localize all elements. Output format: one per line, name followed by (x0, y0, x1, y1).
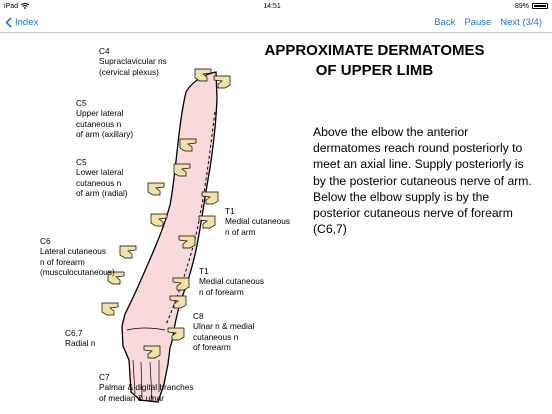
anterior-axial-line (165, 111, 216, 326)
pointing-hand-icon (119, 245, 137, 259)
diagram-title-text: APPROXIMATE DERMATOMES OF UPPER LIMB (264, 42, 485, 79)
pointing-hand-icon (172, 277, 190, 291)
clock: 14:51 (263, 2, 281, 10)
label-c7: C7 Palmar & digital branches of median &… (99, 372, 194, 403)
diagram-title: APPROXIMATE DERMATOMES OF UPPER LIMB (262, 41, 487, 81)
fingers (132, 359, 160, 400)
label-c4: C4 Supraclavicular ns (cervical plexus) (99, 46, 167, 77)
label-t1-forearm: T1 Medial cutaneous n of forearm (199, 266, 265, 297)
pointing-hand-icon (101, 302, 119, 316)
pointing-hand-icon (179, 138, 197, 152)
wifi-icon (21, 3, 30, 9)
index-label: Index (15, 16, 39, 28)
pointing-hand-icon (167, 327, 185, 341)
pointing-hand-icon (143, 345, 161, 359)
label-c6: C6 Lateral cutaneous n of forearm (muscu… (40, 236, 115, 277)
device-name: iPad (4, 2, 19, 10)
pointing-hand-icon (150, 213, 168, 227)
pointing-hand-icon (213, 75, 231, 89)
pointing-hand-icon (178, 235, 196, 249)
pointing-hand-icon (173, 163, 191, 177)
status-bar: iPad 14:51 89% (0, 0, 552, 12)
label-t1-arm: T1 Medial cutaneous n of arm (225, 206, 291, 237)
pointing-hand-icon (169, 295, 187, 309)
pointing-hand-icon (147, 182, 165, 196)
pointing-hand-icon (107, 271, 125, 285)
label-c67: C6,7 Radial n (65, 328, 96, 349)
pointing-hand-icon (198, 215, 216, 229)
navigation-bar: Index Back Pause Next (3/4) (0, 12, 552, 33)
wrist-crease (126, 327, 166, 331)
index-back-link[interactable]: Index (0, 17, 38, 28)
arm-outline (121, 71, 218, 403)
label-c5-upper: C5 Upper lateral cutaneous n of arm (axi… (76, 98, 134, 139)
battery-icon (532, 3, 548, 9)
chevron-left-icon (5, 16, 12, 28)
label-c8: C8 Ulnar n & medial cutaneous n of forea… (193, 311, 255, 352)
battery-percent: 89% (514, 2, 529, 10)
pause-button[interactable]: Pause (464, 16, 492, 28)
diagram-description: Above the elbow the anterior dermatomes … (313, 125, 532, 237)
back-button[interactable]: Back (434, 16, 456, 28)
pointing-hand-icon (194, 68, 212, 82)
pointing-hand-icon (201, 191, 219, 205)
label-c5-lower: C5 Lower lateral cutaneous n of arm (rad… (76, 157, 128, 198)
next-button[interactable]: Next (3/4) (500, 16, 542, 28)
